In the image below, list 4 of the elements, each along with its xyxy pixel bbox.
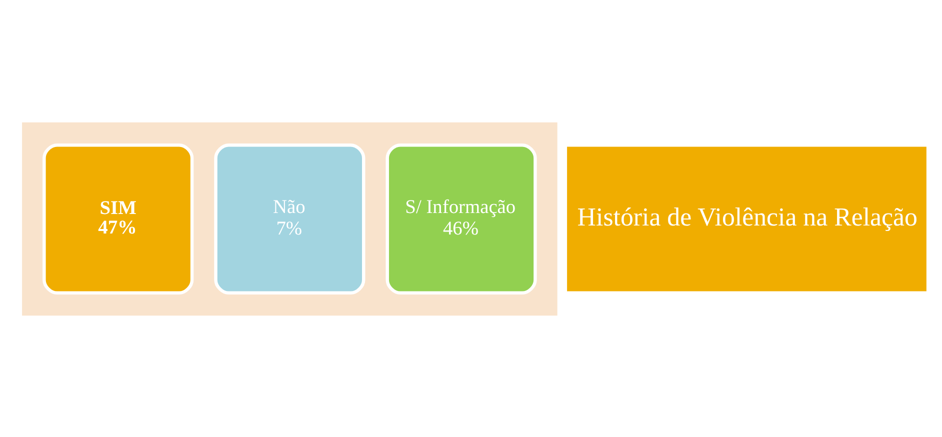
- node-box: Não 7%: [214, 142, 366, 294]
- node-box: SIM 47%: [42, 142, 194, 294]
- cluster: [22, 122, 558, 316]
- node-box: S/ Informação 46%: [386, 142, 537, 294]
